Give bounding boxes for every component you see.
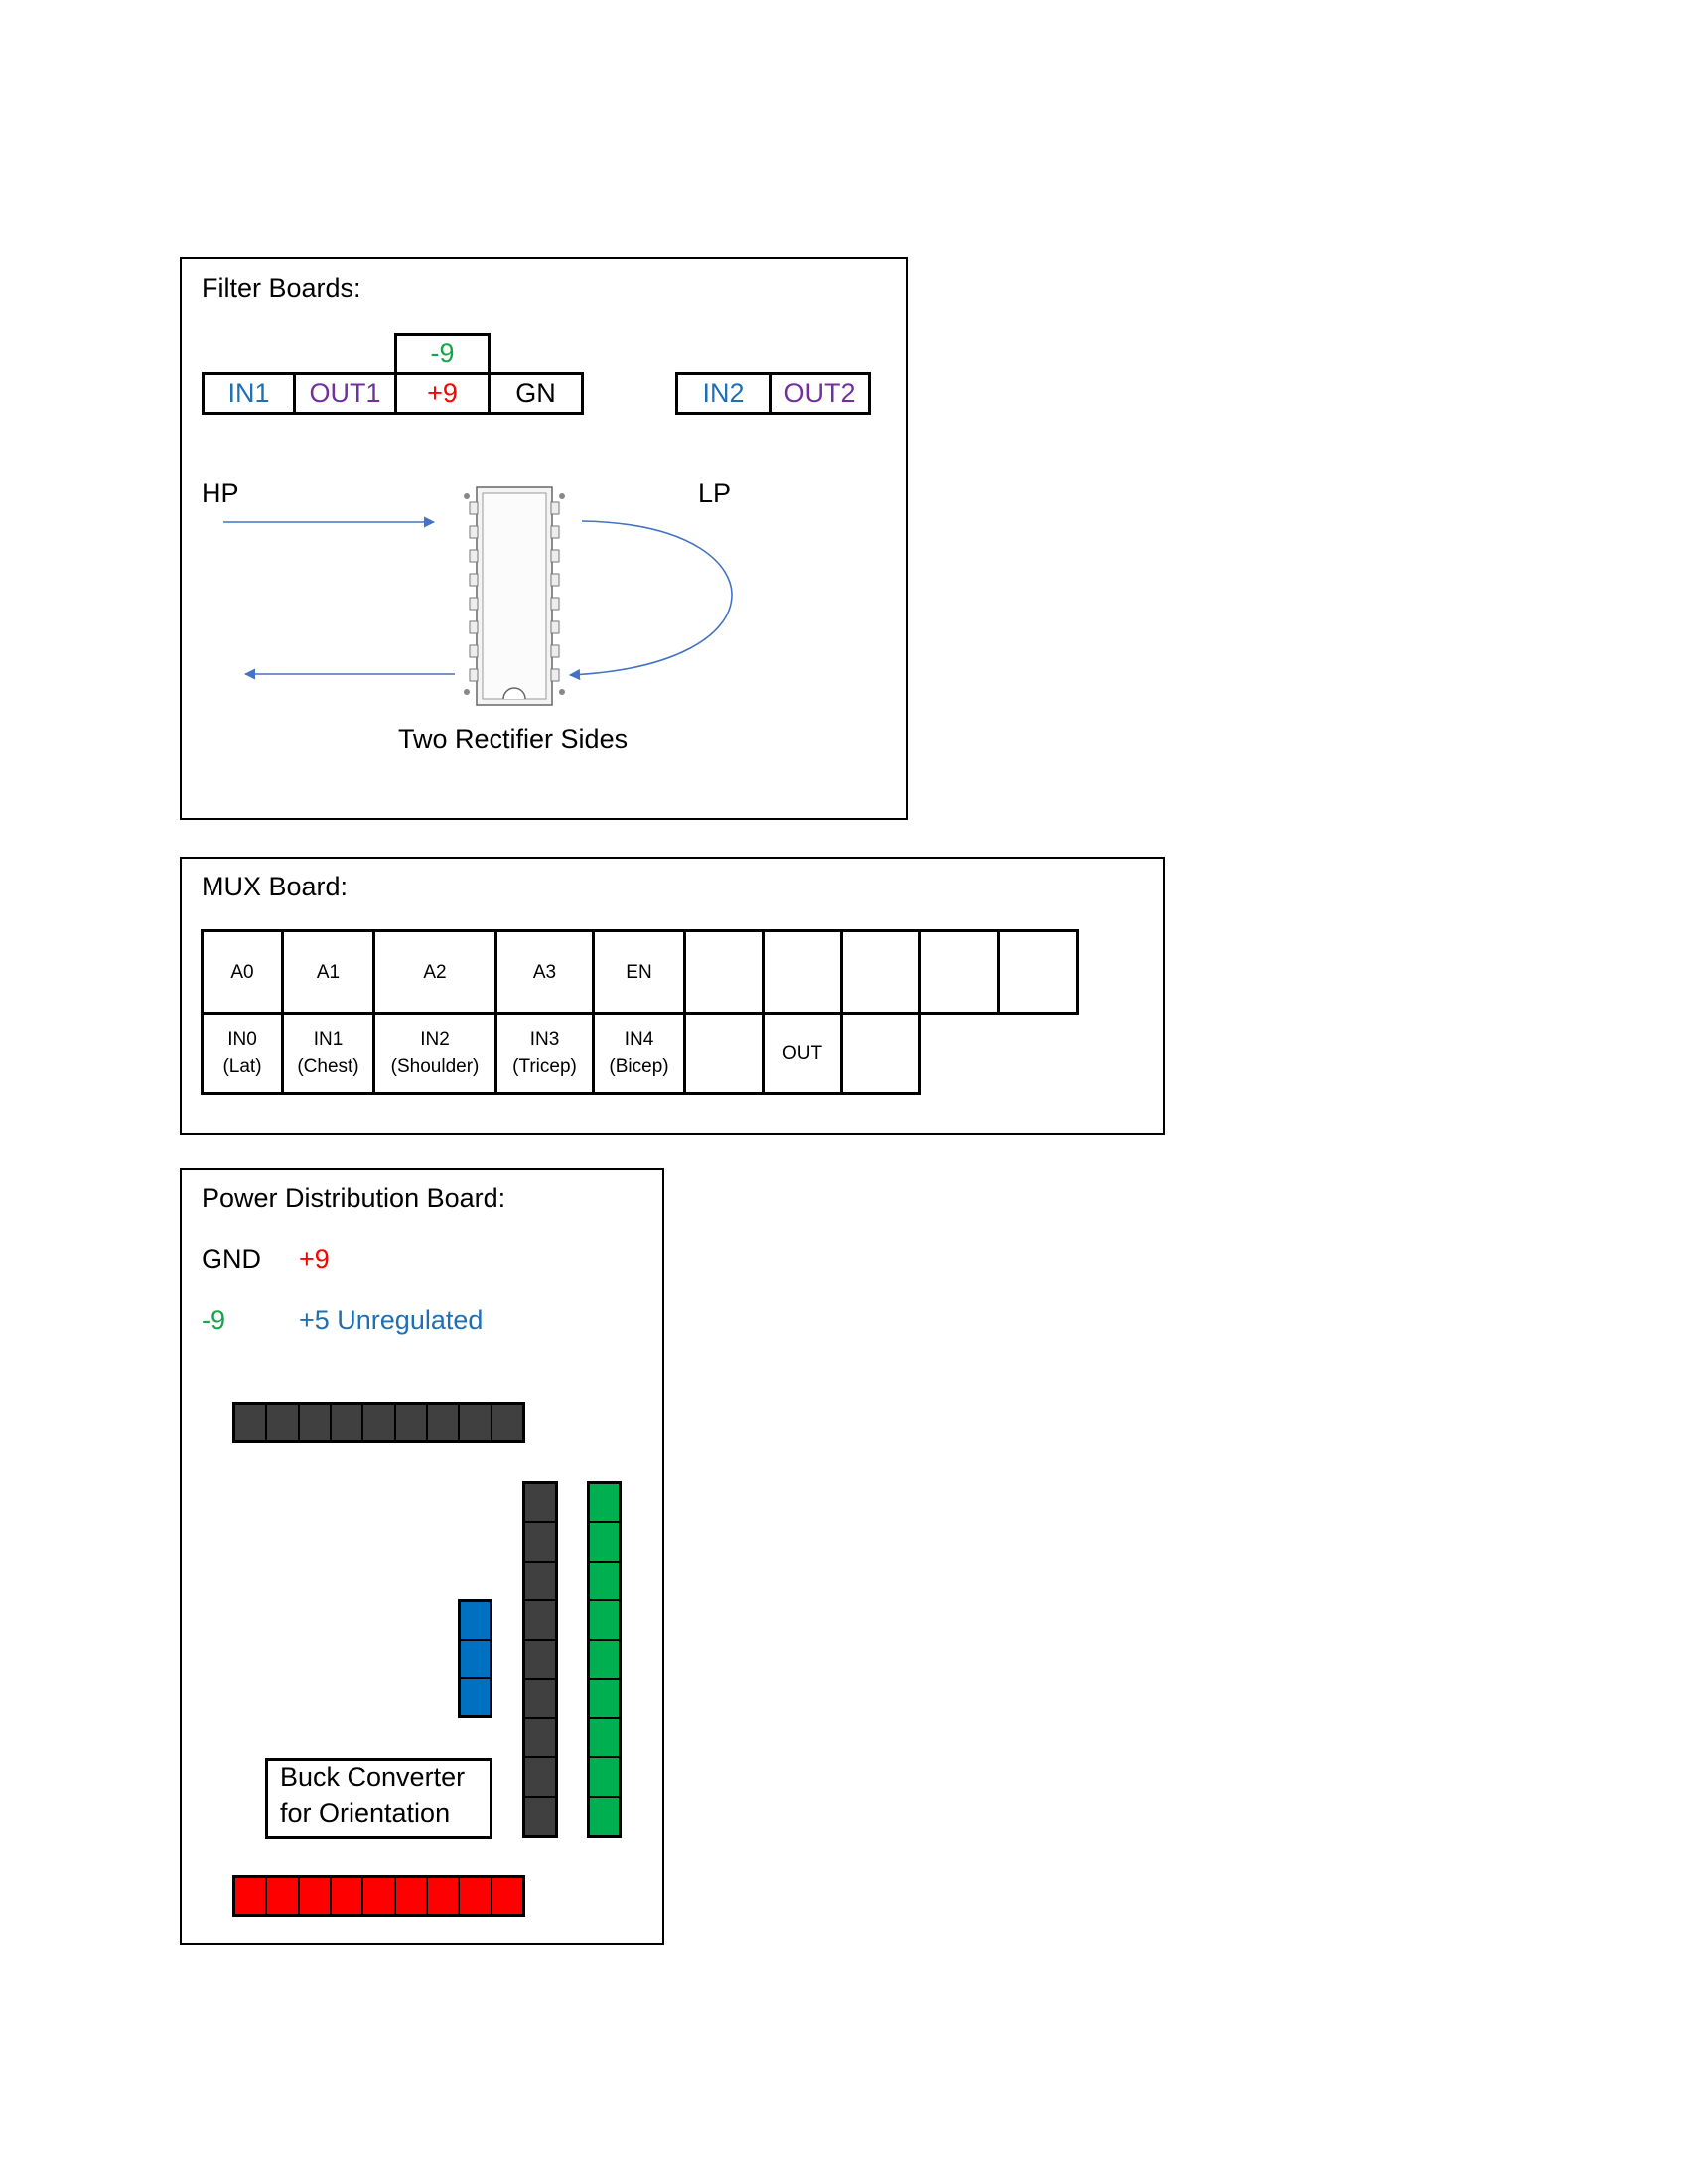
buck-converter-label-line2: for Orientation — [280, 1798, 451, 1828]
mux-label: A0 — [230, 961, 254, 983]
terminal-slot — [460, 1601, 491, 1640]
pos9-bottom-rail — [232, 1875, 525, 1917]
terminal-slot — [266, 1404, 299, 1441]
legend-pos9: +9 — [299, 1244, 330, 1274]
mux-top-cell-en: EN — [592, 929, 686, 1015]
mux-sublabel: (Chest) — [297, 1056, 359, 1077]
mux-label: A2 — [423, 961, 447, 983]
mux-label: A3 — [532, 961, 557, 983]
mux-bottom-cell-in4: IN4 (Bicep) — [592, 1012, 686, 1095]
mux-label: IN1 — [313, 1029, 344, 1050]
mux-top-cell-empty — [762, 929, 843, 1015]
legend-gnd: GND — [202, 1244, 261, 1274]
mux-top-cell-a1: A1 — [281, 929, 375, 1015]
mux-sublabel: (Shoulder) — [390, 1056, 480, 1077]
legend-neg9: -9 — [202, 1305, 226, 1335]
mux-top-cell-a3: A3 — [494, 929, 595, 1015]
mux-label: IN0 — [227, 1029, 257, 1050]
terminal-slot — [589, 1639, 620, 1680]
terminal-slot — [426, 1877, 460, 1915]
terminal-slot — [298, 1877, 331, 1915]
neg9-vertical-rail — [587, 1481, 622, 1838]
mux-bottom-cell-in1: IN1 (Chest) — [281, 1012, 375, 1095]
pos5-vertical-rail — [458, 1599, 492, 1718]
gnd-vertical-rail — [522, 1481, 558, 1838]
mux-bottom-cell-out: OUT — [762, 1012, 843, 1095]
mux-label: EN — [626, 961, 652, 983]
terminal-slot — [524, 1483, 556, 1523]
mux-top-cell-empty — [840, 929, 921, 1015]
terminal-slot — [362, 1877, 395, 1915]
mux-top-cell-empty — [918, 929, 1000, 1015]
power-board-title: Power Distribution Board: — [202, 1183, 506, 1213]
terminal-slot — [589, 1757, 620, 1797]
terminal-slot — [524, 1639, 556, 1680]
terminal-slot — [491, 1404, 523, 1441]
mux-top-cell-empty — [683, 929, 765, 1015]
mux-bottom-cell-in0: IN0 (Lat) — [201, 1012, 284, 1095]
mux-sublabel: (Lat) — [222, 1056, 262, 1077]
terminal-slot — [394, 1877, 427, 1915]
terminal-slot — [524, 1757, 556, 1797]
terminal-slot — [524, 1717, 556, 1758]
mux-top-cell-empty — [997, 929, 1079, 1015]
mux-label: OUT — [781, 1042, 823, 1064]
pin-neg9-cell: -9 — [394, 333, 491, 375]
pin-in2-cell: IN2 — [675, 372, 772, 415]
mux-bottom-cell-in3: IN3 (Tricep) — [494, 1012, 595, 1095]
rectifier-caption: Two Rectifier Sides — [398, 724, 629, 753]
terminal-slot — [460, 1639, 491, 1679]
mux-top-cell-a0: A0 — [201, 929, 284, 1015]
hp-label: HP — [202, 478, 239, 508]
buck-converter-label-line1: Buck Converter — [280, 1762, 466, 1792]
terminal-slot — [459, 1877, 492, 1915]
terminal-slot — [524, 1561, 556, 1601]
mux-label: IN4 — [624, 1029, 654, 1050]
terminal-slot — [589, 1600, 620, 1640]
mux-bottom-cell-empty — [840, 1012, 921, 1095]
terminal-slot — [330, 1877, 363, 1915]
mux-label: IN3 — [529, 1029, 560, 1050]
legend-pos5: +5 Unregulated — [299, 1305, 484, 1335]
mux-board-panel — [180, 857, 1165, 1135]
terminal-slot — [362, 1404, 395, 1441]
terminal-slot — [426, 1404, 460, 1441]
terminal-slot — [491, 1877, 523, 1915]
lp-label: LP — [698, 478, 732, 508]
terminal-slot — [330, 1404, 363, 1441]
mux-sublabel: (Bicep) — [609, 1056, 669, 1077]
terminal-slot — [589, 1483, 620, 1523]
terminal-slot — [234, 1404, 267, 1441]
mux-board-title: MUX Board: — [202, 872, 349, 901]
mux-label: IN2 — [420, 1029, 450, 1050]
terminal-slot — [589, 1717, 620, 1758]
terminal-slot — [589, 1796, 620, 1836]
pin-out2-cell: OUT2 — [769, 372, 871, 415]
terminal-slot — [589, 1679, 620, 1718]
pin-out1-cell: OUT1 — [293, 372, 397, 415]
pin-pos9-cell: +9 — [394, 372, 491, 415]
terminal-slot — [459, 1404, 492, 1441]
terminal-slot — [524, 1522, 556, 1562]
buck-converter-box — [265, 1758, 492, 1839]
terminal-slot — [524, 1796, 556, 1836]
pin-gnd-cell: GN — [488, 372, 584, 415]
mux-label: A1 — [316, 961, 341, 983]
mux-bottom-cell-in2: IN2 (Shoulder) — [372, 1012, 497, 1095]
terminal-slot — [460, 1678, 491, 1717]
terminal-slot — [266, 1877, 299, 1915]
gnd-top-rail — [232, 1402, 525, 1443]
terminal-slot — [394, 1404, 427, 1441]
terminal-slot — [589, 1561, 620, 1601]
terminal-slot — [589, 1522, 620, 1562]
mux-sublabel: (Tricep) — [512, 1056, 577, 1077]
terminal-slot — [524, 1679, 556, 1718]
pin-in1-cell: IN1 — [202, 372, 296, 415]
filter-board-title: Filter Boards: — [202, 273, 361, 303]
terminal-slot — [234, 1877, 267, 1915]
terminal-slot — [524, 1600, 556, 1640]
mux-bottom-cell-empty — [683, 1012, 765, 1095]
terminal-slot — [298, 1404, 331, 1441]
mux-top-cell-a2: A2 — [372, 929, 497, 1015]
